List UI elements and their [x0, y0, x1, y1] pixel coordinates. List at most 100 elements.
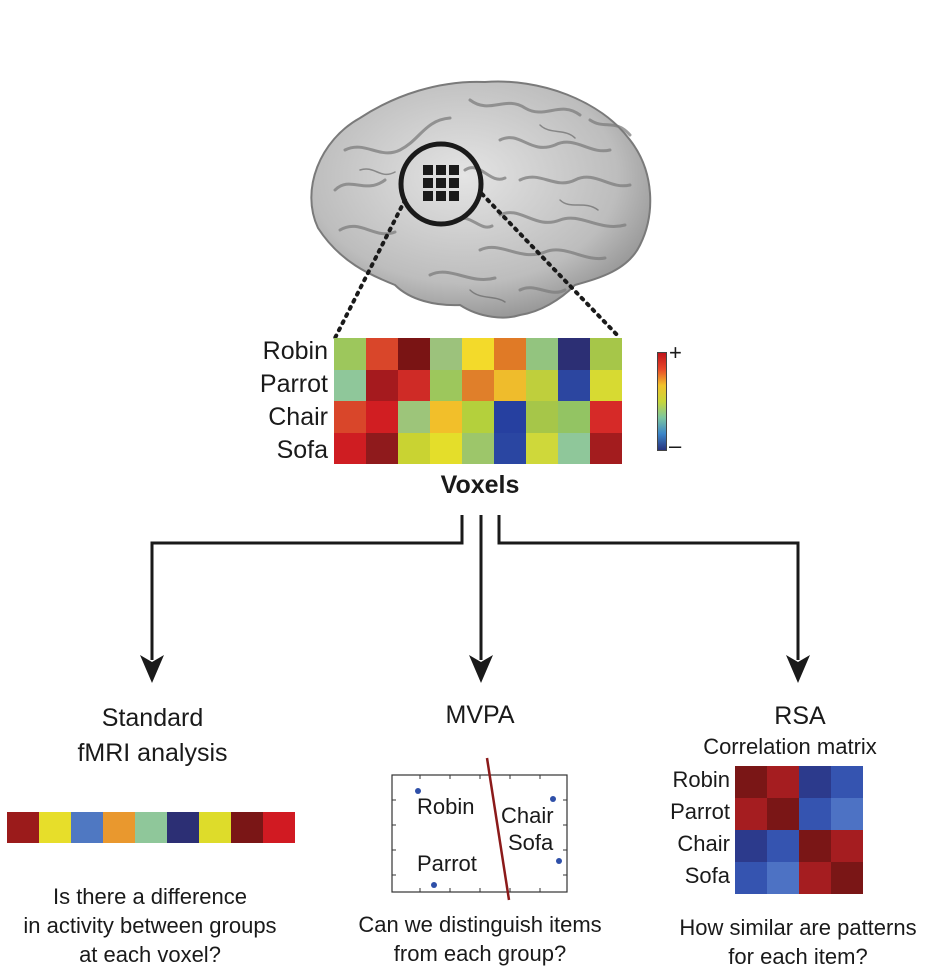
rsa-row-label-sofa: Sofa — [684, 863, 730, 888]
standard-question-line3: at each voxel? — [79, 942, 221, 967]
voxel-cell-r2-c5 — [494, 401, 526, 433]
standard-strip-cell-r0-c5 — [167, 812, 199, 843]
voxel-cell-r3-c5 — [494, 432, 526, 464]
voxel-cell-r1-c1 — [366, 369, 398, 401]
rsa-cell-r0-c3 — [831, 766, 863, 798]
zoom-line-left — [333, 198, 407, 340]
voxel-cell-r3-c1 — [366, 432, 398, 464]
voxel-cell-r2-c1 — [366, 401, 398, 433]
rsa-correlation-matrix — [735, 766, 863, 894]
rsa-cell-r0-c2 — [799, 766, 831, 798]
voxel-cell-r2-c4 — [462, 401, 494, 433]
mvpa-label-sofa: Sofa — [508, 830, 554, 855]
rsa-question-line2: for each item? — [728, 944, 868, 969]
decision-boundary-line — [485, 757, 511, 901]
mvpa-title: MVPA — [445, 701, 515, 729]
rsa-cell-r0-c0 — [735, 766, 767, 798]
arrowhead-right-icon — [786, 655, 810, 683]
voxel-cell-r3-c7 — [558, 432, 590, 464]
rsa-cell-r2-c1 — [767, 830, 799, 862]
standard-title-line1: Standard — [101, 704, 204, 732]
standard-question-line2: in activity between groups — [23, 913, 277, 938]
standard-strip-cell-r0-c0 — [7, 812, 39, 843]
rsa-row-label-robin: Robin — [672, 767, 730, 792]
standard-strip-cell-r0-c1 — [39, 812, 71, 843]
arrowhead-left-icon — [140, 655, 164, 683]
rsa-row-labels: Robin Parrot Chair Sofa — [630, 765, 730, 893]
magnifier-circle-icon — [398, 141, 484, 227]
voxel-cell-r1-c2 — [398, 369, 430, 401]
rsa-cell-r1-c0 — [735, 798, 767, 830]
voxel-cell-r1-c3 — [430, 369, 462, 401]
voxel-cell-r1-c5 — [494, 369, 526, 401]
voxel-cell-r2-c3 — [430, 401, 462, 433]
voxel-cell-r3-c6 — [526, 432, 558, 464]
rsa-cell-r3-c3 — [831, 862, 863, 894]
flow-arrows — [150, 515, 800, 660]
voxel-cell-r3-c2 — [398, 432, 430, 464]
arrowhead-center-icon — [469, 655, 493, 683]
voxel-cell-r0-c6 — [526, 338, 558, 370]
rsa-question-line1: How similar are patterns — [679, 915, 917, 940]
standard-strip-cell-r0-c7 — [231, 812, 263, 843]
voxel-cell-r0-c3 — [430, 338, 462, 370]
voxel-cell-r3-c8 — [590, 432, 622, 464]
voxel-cell-r2-c2 — [398, 401, 430, 433]
rsa-row-label-chair: Chair — [677, 831, 730, 856]
voxel-row-label-robin: Robin — [262, 337, 328, 365]
colorbar — [657, 352, 667, 451]
mvpa-label-parrot: Parrot — [417, 851, 477, 876]
voxel-row-label-sofa: Sofa — [276, 436, 328, 464]
voxel-cell-r2-c0 — [334, 401, 366, 433]
mvpa-question-line2: from each group? — [393, 941, 567, 966]
mvpa-question-line1: Can we distinguish items — [358, 912, 602, 937]
mvpa-label-robin: Robin — [417, 794, 475, 819]
standard-activity-strip — [7, 812, 295, 843]
voxel-grid-icon — [423, 165, 459, 201]
rsa-cell-r1-c3 — [831, 798, 863, 830]
standard-title-line2: fMRI analysis — [77, 739, 228, 767]
rsa-cell-r3-c0 — [735, 862, 767, 894]
point-robin — [415, 788, 421, 794]
point-parrot — [431, 882, 437, 888]
voxel-row-label-parrot: Parrot — [259, 370, 328, 398]
voxel-cell-r0-c1 — [366, 338, 398, 370]
rsa-question: How similar are patterns for each item? — [650, 913, 946, 971]
voxel-cell-r1-c0 — [334, 369, 366, 401]
voxel-cell-r2-c8 — [590, 401, 622, 433]
rsa-cell-r3-c1 — [767, 862, 799, 894]
standard-strip-cell-r0-c8 — [263, 812, 295, 843]
point-sofa — [556, 858, 562, 864]
colorbar-min-label: – — [669, 433, 682, 458]
voxel-matrix — [334, 338, 622, 464]
rsa-cell-r1-c2 — [799, 798, 831, 830]
brain-icon — [310, 80, 652, 319]
voxel-cell-r1-c7 — [558, 369, 590, 401]
voxel-cell-r1-c8 — [590, 369, 622, 401]
rsa-cell-r2-c0 — [735, 830, 767, 862]
rsa-cell-r2-c3 — [831, 830, 863, 862]
voxel-cell-r0-c8 — [590, 338, 622, 370]
standard-strip-cell-r0-c4 — [135, 812, 167, 843]
voxel-cell-r2-c7 — [558, 401, 590, 433]
mvpa-question: Can we distinguish items from each group… — [325, 910, 635, 968]
zoom-line-right — [480, 192, 622, 340]
standard-question: Is there a difference in activity betwee… — [0, 882, 300, 969]
arrowheads — [140, 655, 810, 683]
standard-strip-cell-r0-c6 — [199, 812, 231, 843]
standard-strip-cell-r0-c3 — [103, 812, 135, 843]
voxel-cell-r0-c5 — [494, 338, 526, 370]
rsa-title: RSA — [774, 702, 826, 730]
voxel-cell-r3-c4 — [462, 432, 494, 464]
voxel-cell-r0-c4 — [462, 338, 494, 370]
rsa-cell-r2-c2 — [799, 830, 831, 862]
rsa-row-label-parrot: Parrot — [670, 799, 730, 824]
voxel-cell-r0-c7 — [558, 338, 590, 370]
rsa-cell-r0-c1 — [767, 766, 799, 798]
rsa-cell-r3-c2 — [799, 862, 831, 894]
voxel-cell-r3-c0 — [334, 432, 366, 464]
mvpa-label-chair: Chair — [501, 803, 554, 828]
point-chair — [550, 796, 556, 802]
voxel-cell-r2-c6 — [526, 401, 558, 433]
